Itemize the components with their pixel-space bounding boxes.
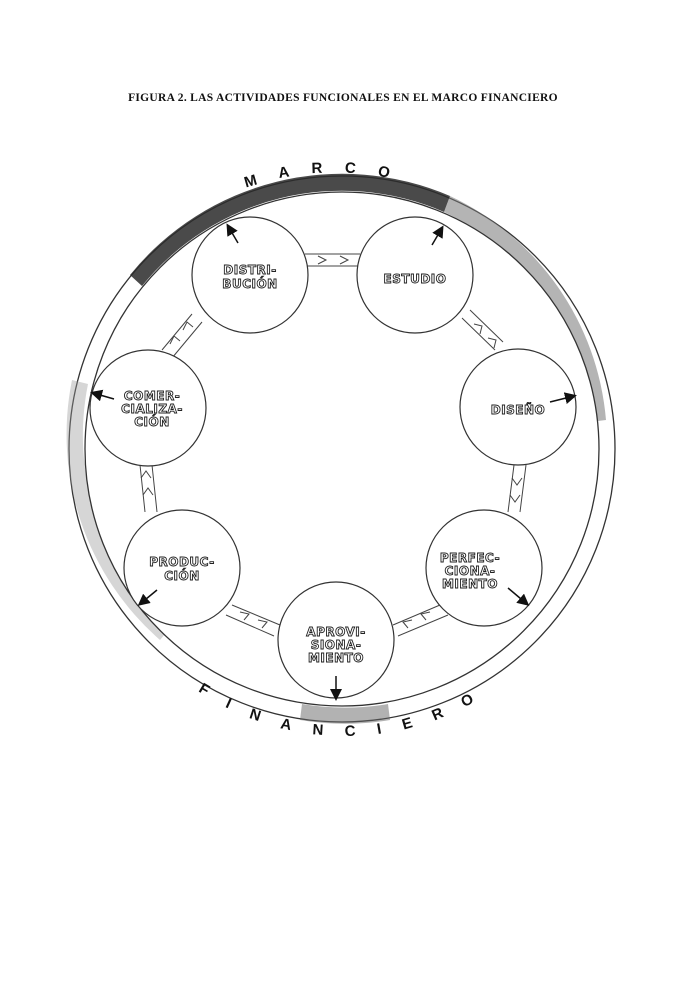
figure-title: FIGURA 2. LAS ACTIVIDADES FUNCIONALES EN…: [128, 92, 558, 104]
arrow-to-frame: [431, 225, 444, 246]
activity-label: PRODUC-CIÓN: [149, 555, 215, 583]
activity-diseno: DISEÑO: [459, 348, 577, 466]
activity-label: DISTRI-BUCIÓN: [222, 263, 277, 291]
arrow-to-frame: [90, 389, 115, 402]
arrow-to-frame: [549, 392, 577, 405]
arrow-to-frame: [137, 589, 158, 606]
activity-label: DISEÑO: [491, 402, 546, 417]
connector-diseno-perfeccionamiento: [507, 464, 527, 513]
connector-perfeccionamiento-aprovisionamiento: [392, 604, 449, 637]
connector-aprovisionamiento-produccion: [225, 604, 281, 637]
activity-label: PERFEC-CIONA-MIENTO: [440, 551, 500, 591]
activity-label: COMER-CIALIZA-CIÓN: [121, 389, 183, 429]
activity-label: APROVI-SIONA-MIENTO: [306, 625, 365, 665]
connector-estudio-diseno: [461, 309, 504, 351]
arrow-to-frame: [507, 587, 530, 606]
activity-aprovisionamiento: APROVI-SIONA-MIENTO: [277, 581, 395, 701]
activity-connectors: [139, 253, 527, 637]
connector-comercializacion-distribucion: [161, 313, 203, 359]
arrow-to-frame: [226, 223, 239, 244]
activity-produccion: PRODUC-CIÓN: [123, 509, 241, 627]
connector-distribucion-estudio: [305, 253, 360, 267]
activity-label: ESTUDIO: [384, 272, 447, 286]
activity-distribucion: DISTRI-BUCIÓN: [191, 216, 309, 334]
activity-estudio: ESTUDIO: [356, 216, 474, 334]
activity-perfeccionamiento: PERFEC-CIONA-MIENTO: [425, 509, 543, 627]
connector-produccion-comercializacion: [139, 464, 158, 513]
activity-comercializacion: COMER-CIALIZA-CIÓN: [89, 349, 207, 467]
